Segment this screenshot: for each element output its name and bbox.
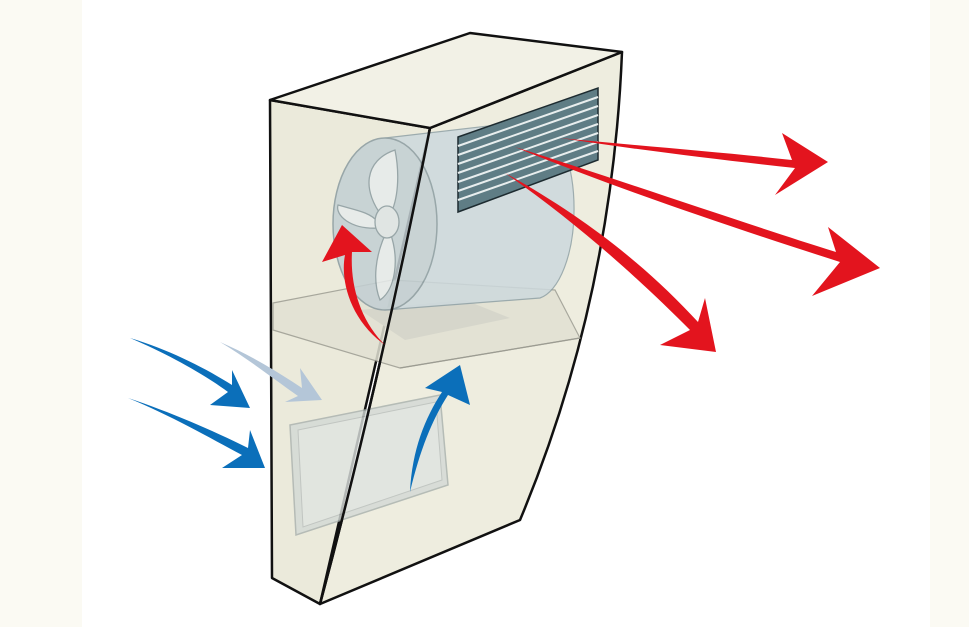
cabinet-front-edge — [318, 127, 432, 605]
hot-air-arrow-2 — [515, 147, 880, 296]
vent-grille — [457, 86, 599, 214]
shelf-shadow — [360, 300, 510, 340]
hot-air-arrow-3 — [505, 173, 716, 352]
shelf-front-line — [399, 337, 581, 369]
air-filter — [289, 394, 449, 537]
hot-air-arrow-1 — [560, 133, 828, 195]
cool-air-arrow-3 — [410, 365, 470, 492]
cool-air-arrow-2 — [128, 398, 265, 468]
fan-blower — [332, 119, 575, 311]
fan-icon — [337, 149, 400, 301]
hot-air-arrow-4 — [322, 225, 385, 345]
cool-air-arrow-faded — [220, 342, 322, 402]
cabinet-top-face — [268, 31, 624, 130]
cool-air-arrow-1 — [130, 338, 250, 408]
